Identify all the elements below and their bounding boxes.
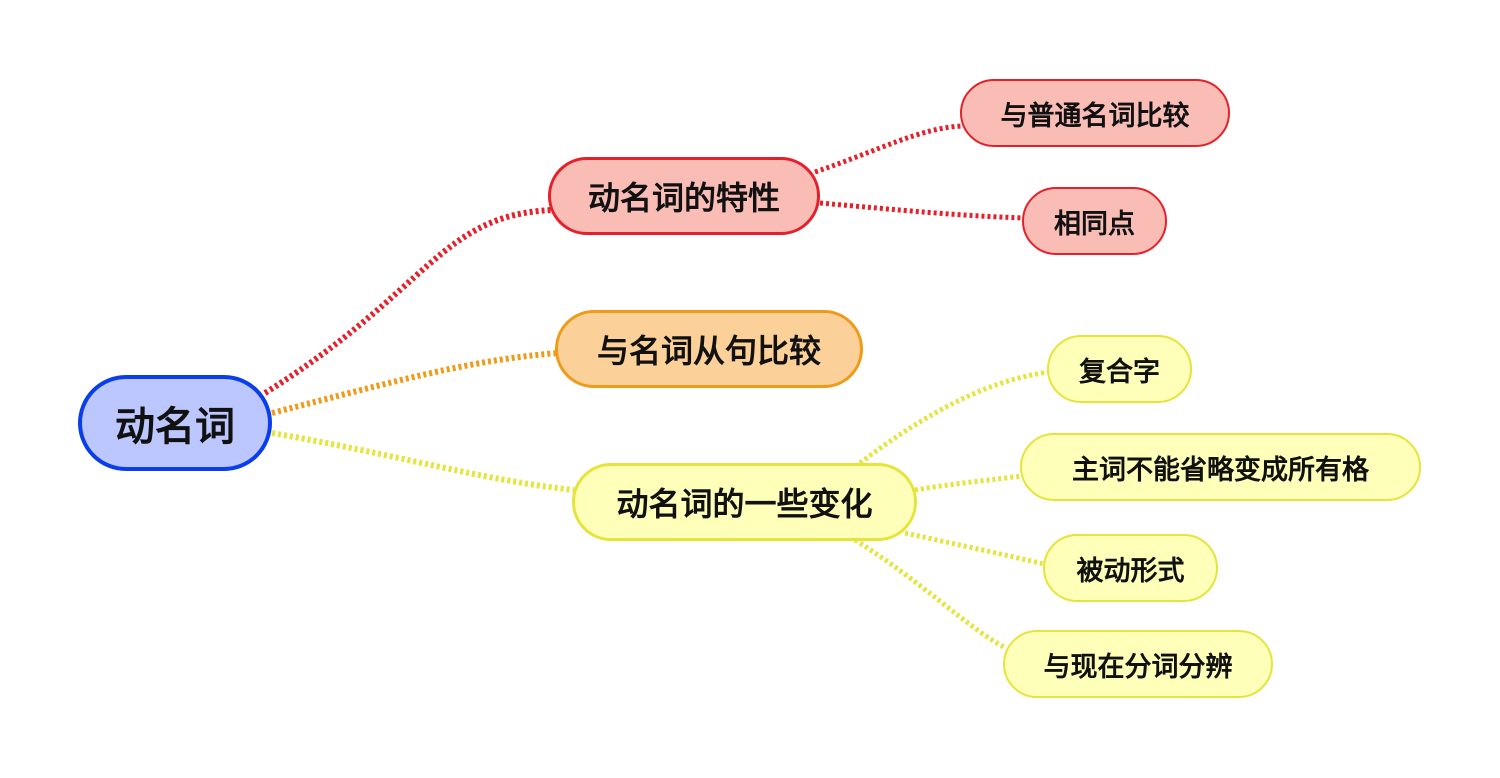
leaf-node-similarities[interactable]: 相同点 — [1022, 187, 1167, 255]
leaf-node-compound-word[interactable]: 复合字 — [1047, 335, 1192, 403]
branch-node-gerund-traits[interactable]: 动名词的特性 — [548, 157, 820, 235]
branch-node-noun-clause-comparison[interactable]: 与名词从句比较 — [555, 310, 863, 388]
connector-root-traits — [263, 207, 553, 396]
branch-node-gerund-variations[interactable]: 动名词的一些变化 — [572, 463, 917, 541]
leaf-node-passive-form[interactable]: 被动形式 — [1043, 534, 1218, 602]
connector-traits-similarity — [819, 200, 1025, 221]
connector-changes-subject — [914, 473, 1023, 493]
connector-root-clause — [271, 350, 559, 416]
connector-root-changes — [271, 430, 575, 493]
leaf-node-subject-possessive[interactable]: 主词不能省略变成所有格 — [1020, 433, 1421, 501]
leaf-node-common-noun-comparison[interactable]: 与普通名词比较 — [960, 79, 1230, 147]
connector-changes-compound — [858, 369, 1050, 465]
leaf-node-present-participle-distinction[interactable]: 与现在分词分辨 — [1003, 630, 1273, 698]
root-node[interactable]: 动名词 — [78, 375, 272, 471]
connector-changes-passive — [904, 530, 1045, 567]
connector-traits-common-noun — [814, 123, 963, 175]
connector-changes-participle — [853, 537, 1008, 651]
